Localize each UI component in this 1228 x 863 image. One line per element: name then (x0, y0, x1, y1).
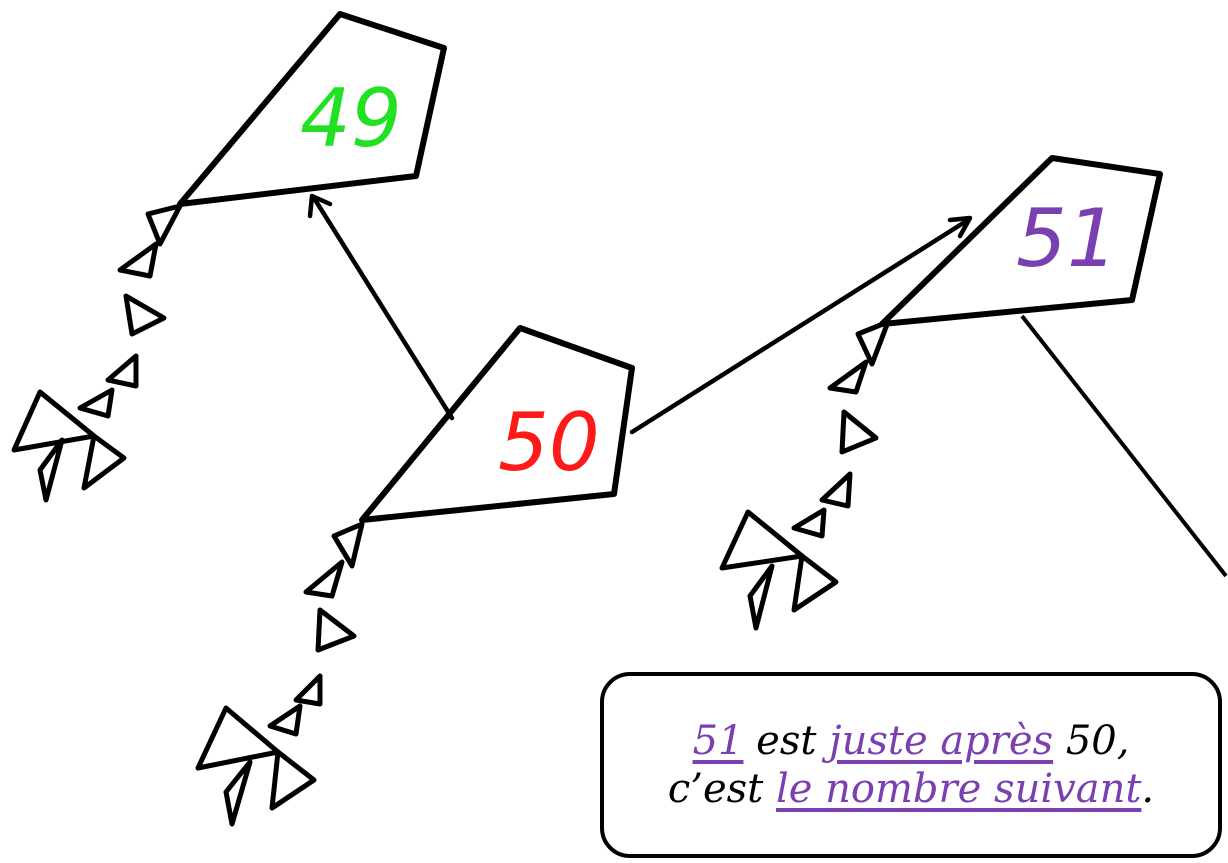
info-box: 51 est juste après 50, c’est le nombre s… (600, 672, 1222, 858)
info-juste-apres: juste après (829, 718, 1054, 764)
info-text-est: est (743, 718, 830, 764)
kite-51-tail-bow-5 (791, 507, 827, 539)
kite-50-tail-bow-2 (303, 559, 345, 599)
arrow-50-to-51 (629, 215, 973, 435)
info-line-1: 51 est juste après 50, (693, 717, 1130, 765)
kite-49-tail-bow-large (11, 389, 127, 503)
kite-49-body (177, 11, 447, 207)
kite-50-number: 50 (498, 396, 600, 489)
kite-50-tail-bow-large (195, 705, 317, 827)
kite-51-tail-bow-large (719, 509, 839, 631)
info-text-period: . (1141, 766, 1155, 812)
info-nombre-suivant: le nombre suivant (775, 766, 1142, 812)
kite-51-to-box-line (1020, 314, 1228, 578)
kite-49-tail-bow-3 (123, 293, 167, 337)
kite-49: 49 (11, 11, 447, 503)
kite-50-tail-bow-4 (293, 673, 323, 707)
kite-51-tail-bow-2 (827, 359, 869, 395)
kite-49-tail-bow-2 (117, 241, 159, 279)
info-line-2: c’est le nombre suivant. (668, 765, 1154, 813)
kite-50-tail-bow-1 (331, 521, 365, 569)
info-number-51: 51 (692, 718, 744, 764)
kite-51-tail (719, 319, 891, 631)
kite-51: 51 (719, 155, 1163, 631)
kite-50-tail (195, 521, 365, 827)
kite-50: 50 (195, 325, 635, 827)
kite-50-tail-bow-5 (267, 703, 303, 737)
kite-51-tail-bow-1 (855, 319, 891, 367)
kite-49-tail-bow-4 (105, 353, 139, 389)
kite-51-tail-bow-4 (819, 471, 853, 509)
kite-49-tail (11, 203, 183, 503)
kite-50-tail-bow-3 (315, 607, 357, 653)
info-text-50: 50, (1053, 718, 1130, 764)
kite-51-number: 51 (1016, 192, 1118, 285)
kite-49-tail-bow-5 (77, 387, 115, 419)
kite-51-body (879, 155, 1163, 327)
arrow-50-to-49 (307, 193, 455, 421)
kite-50-body (359, 325, 635, 523)
kite-49-number: 49 (300, 72, 402, 165)
kite-51-tail-bow-3 (839, 409, 879, 455)
kite-49-tail-bow-1 (145, 203, 183, 247)
info-text-cest: c’est (667, 766, 776, 812)
